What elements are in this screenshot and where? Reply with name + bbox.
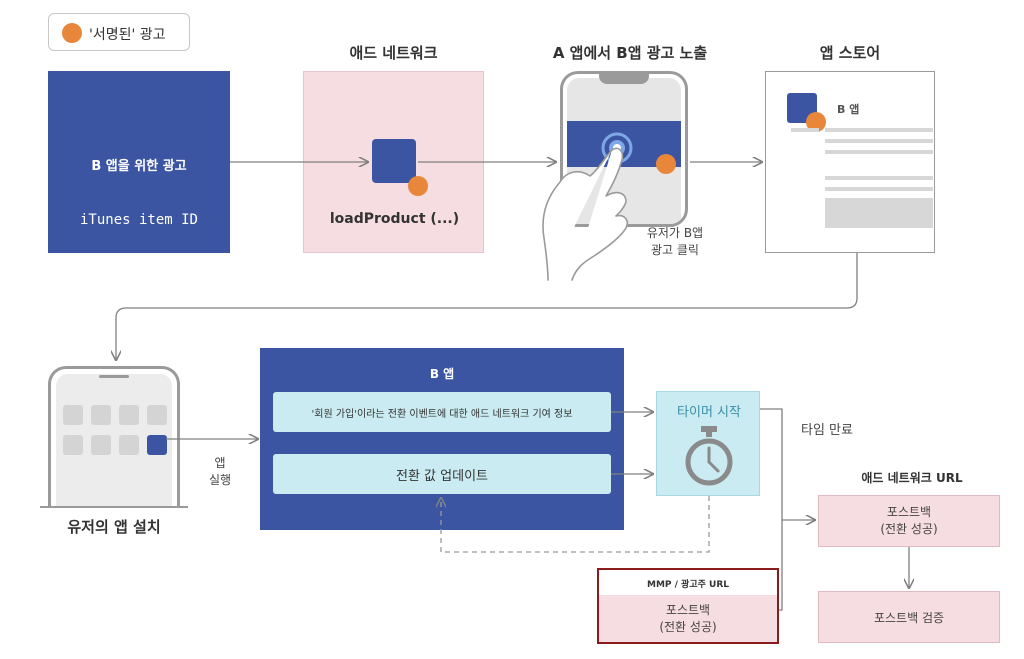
signed-ad-dot-icon — [62, 23, 82, 43]
hand-icon — [542, 147, 629, 281]
mmp-postback-line-1: 포스트백 — [665, 602, 711, 617]
install-label: 유저의 앱 설치 — [67, 517, 161, 536]
phone-install-base-line — [40, 506, 188, 508]
line-timer-expiry — [760, 408, 783, 611]
signed-ad-dot-icon — [408, 176, 428, 196]
app-b-title: B 앱 — [429, 366, 455, 381]
stopwatch-icon — [685, 426, 733, 486]
mmp-box: MMP / 광고주 URL 포스트백 (전환 성공) — [597, 568, 779, 644]
ad-banner-signed-dot-icon — [656, 154, 676, 174]
app-run-line-1: 앱 — [214, 456, 226, 470]
phone-a-title: A 앱에서 B앱 광고 노출 — [552, 43, 708, 62]
home-app-icon — [63, 405, 83, 425]
attribution-info-text: '회원 가입'이라는 전환 이벤트에 대한 애드 네트워크 기여 정보 — [311, 408, 573, 420]
home-app-icon — [91, 435, 111, 455]
installed-app-b-icon — [147, 435, 167, 455]
app-store-page: B 앱 — [765, 71, 935, 253]
store-line — [825, 176, 933, 180]
phone-a-notch — [599, 74, 649, 84]
home-app-icon — [91, 405, 111, 425]
postback-verify-text: 포스트백 검증 — [873, 610, 945, 625]
store-app-name: B 앱 — [837, 103, 860, 116]
home-app-icon — [119, 405, 139, 425]
app-run-label: 앱 실행 — [200, 452, 240, 492]
caption-line-1: 유저가 B앱 — [646, 226, 704, 240]
ad-network-title: 애드 네트워크 — [349, 43, 438, 62]
home-app-icon — [63, 435, 83, 455]
network-url-title: 애드 네트워크 URL — [861, 470, 963, 485]
app-b-box: B 앱 '회원 가입'이라는 전환 이벤트에 대한 애드 네트워크 기여 정보 … — [260, 348, 624, 530]
conversion-update-box: 전환 값 업데이트 — [273, 454, 611, 494]
legend: '서명된' 광고 — [48, 13, 190, 51]
home-app-icon — [147, 405, 167, 425]
postback-verify-box: 포스트백 검증 — [818, 591, 1000, 643]
arrow-timer-reset-loop — [441, 496, 710, 553]
phone-a-caption: 유저가 B앱 광고 클릭 — [630, 222, 720, 262]
phone-install-speaker — [99, 375, 129, 378]
app-run-line-2: 실행 — [208, 473, 232, 487]
timer-label: 타이머 시작 — [677, 404, 741, 420]
store-line — [825, 187, 933, 191]
mmp-postback-line-2: (전환 성공) — [659, 619, 717, 634]
ad-tile-icon — [372, 139, 416, 183]
home-app-icon — [119, 435, 139, 455]
attribution-info-box: '회원 가입'이라는 전환 이벤트에 대한 애드 네트워크 기여 정보 — [273, 392, 611, 432]
mmp-header: MMP / 광고주 URL — [646, 579, 729, 590]
conversion-update-text: 전환 값 업데이트 — [396, 468, 488, 484]
ad-box-title: B 앱을 위한 광고 — [91, 158, 187, 174]
timer-expiry-label: 타임 만료 — [801, 423, 853, 438]
store-line — [825, 150, 933, 154]
timer-box: 타이머 시작 — [656, 391, 760, 496]
store-line — [791, 128, 819, 132]
app-store-title: 앱 스토어 — [819, 43, 881, 62]
network-postback-line-2: (전환 성공) — [880, 522, 938, 536]
mmp-postback: 포스트백 (전환 성공) — [599, 595, 777, 642]
legend-label: '서명된' 광고 — [89, 27, 166, 43]
signed-ad-dot-icon — [806, 112, 826, 132]
ad-box: B 앱을 위한 광고 iTunes item ID — [48, 71, 230, 253]
store-image-block — [825, 198, 933, 228]
load-product-call: loadProduct (...) — [329, 211, 460, 227]
store-line — [825, 139, 933, 143]
itunes-item-id: iTunes item ID — [79, 212, 198, 228]
arrow-store-to-install — [116, 253, 858, 360]
caption-line-2: 광고 클릭 — [651, 243, 699, 257]
network-postback-line-1: 포스트백 — [886, 505, 932, 519]
network-postback-box: 포스트백 (전환 성공) — [818, 495, 1000, 547]
store-line — [825, 128, 933, 132]
